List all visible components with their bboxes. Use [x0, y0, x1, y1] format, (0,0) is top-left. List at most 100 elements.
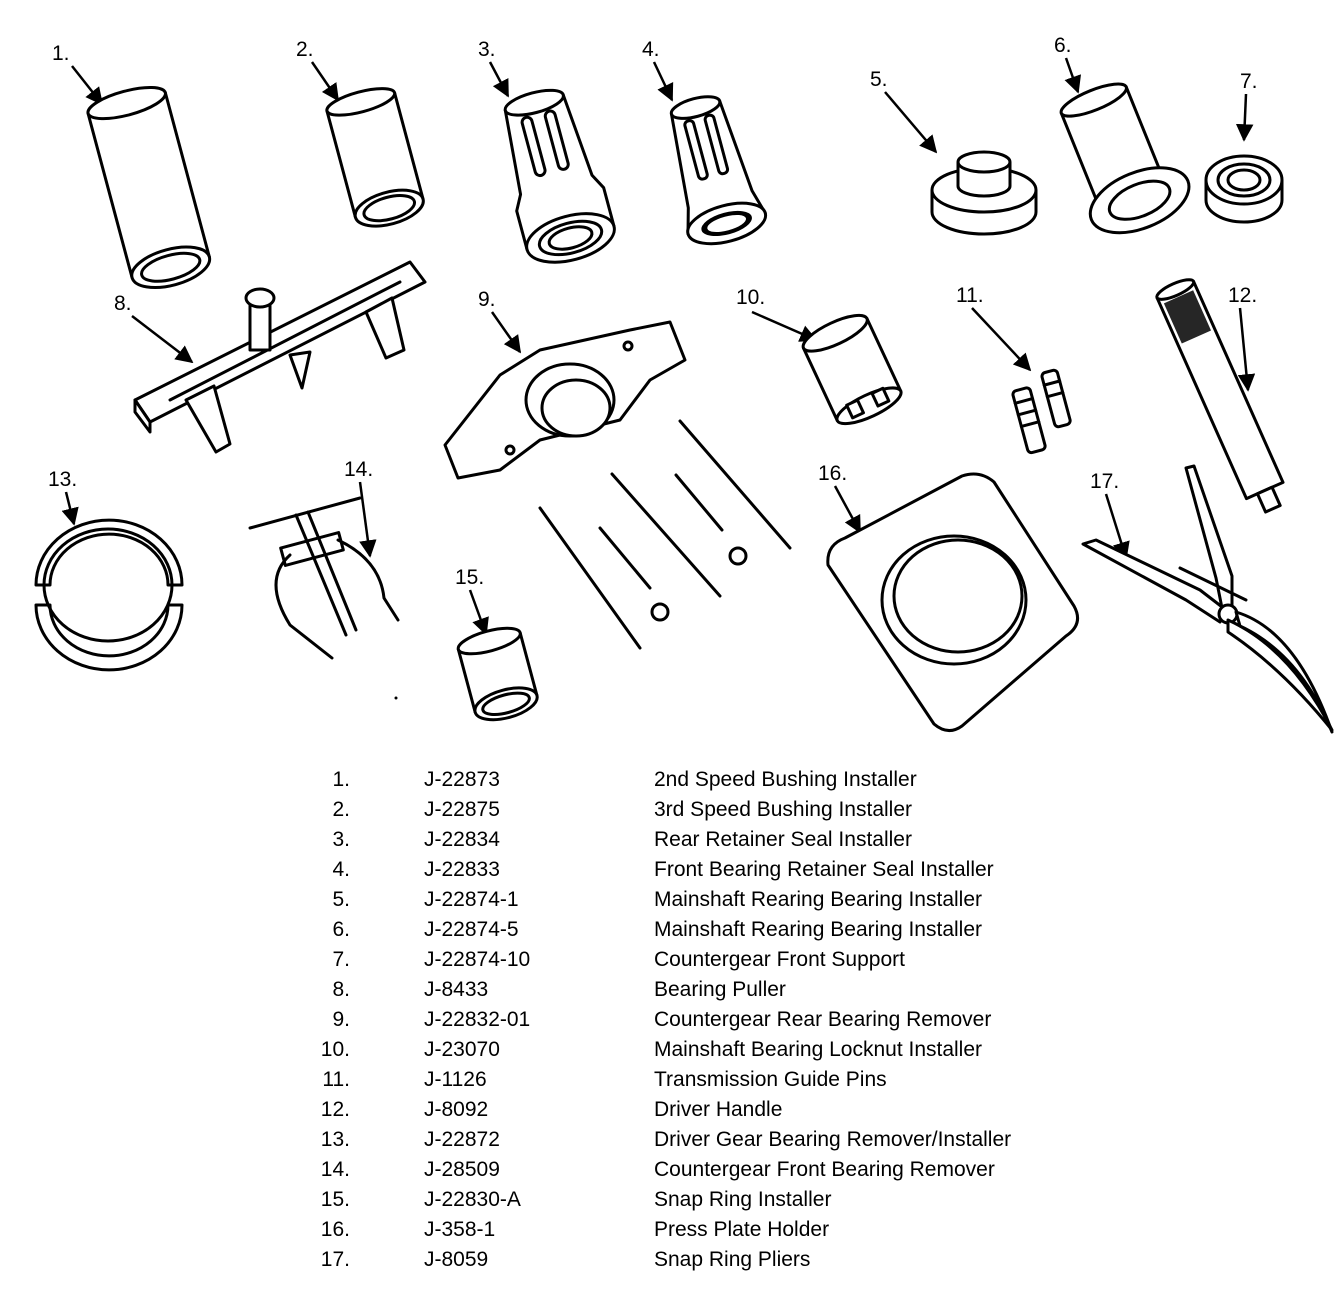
tool-number: 11. [322, 1068, 350, 1091]
callout-7: 7. [1240, 70, 1258, 93]
tool-number: 9. [332, 1008, 350, 1031]
tool-number: 15. [320, 1188, 350, 1211]
tool-part-number: J-22832-01 [424, 1008, 531, 1031]
tool-description: 2nd Speed Bushing Installer [654, 768, 917, 791]
callout-8: 8. [114, 292, 132, 315]
tool-description: Driver Handle [654, 1098, 783, 1121]
tool-part-number: J-358-1 [424, 1218, 496, 1241]
legend-row: 5. J-22874-1 Mainshaft Rearing Bearing Ins… [0, 888, 1344, 918]
legend-row: 8. J-8433 Bearing Puller [0, 978, 1344, 1008]
tool-description: Mainshaft Rearing Bearing Installer [654, 918, 983, 941]
tool-description: 3rd Speed Bushing Installer [654, 798, 912, 821]
legend-row: 15. J-22830-A Snap Ring Installer [0, 1188, 1344, 1218]
legend-row: 14. J-28509 Countergear Front Bearing Remo… [0, 1158, 1344, 1188]
tool-number: 5. [332, 888, 350, 911]
callout-14: 14. [344, 458, 373, 481]
tool-4-drawing [669, 95, 768, 246]
tool-description: Snap Ring Installer [654, 1188, 832, 1211]
legend-row: 12. J-8092 Driver Handle [0, 1098, 1344, 1128]
callout-1: 1. [52, 42, 70, 65]
callout-13: 13. [48, 468, 77, 491]
tool-part-number: J-8059 [424, 1248, 489, 1271]
tool-7-drawing [1204, 154, 1284, 224]
legend-row: 16. J-358-1 Press Plate Holder [0, 1218, 1344, 1248]
tool-part-number: J-23070 [424, 1038, 500, 1061]
tool-part-number: J-22874-5 [424, 918, 519, 941]
tool-5-drawing [930, 150, 1038, 236]
legend-row: 9. J-22832-01 Countergear Rear Bearing Rem… [0, 1008, 1344, 1038]
tool-part-number: J-22830-A [424, 1188, 521, 1211]
tool-9-drawing [443, 320, 792, 650]
tool-description: Countergear Rear Bearing Remover [654, 1008, 992, 1031]
legend-row: 2. J-22875 3rd Speed Bushing Installer [0, 798, 1344, 828]
callout-3: 3. [478, 38, 496, 61]
legend-row: 11. J-1126 Transmission Guide Pins [0, 1068, 1344, 1098]
tool-number: 16. [320, 1218, 350, 1241]
tool-number: 4. [332, 858, 350, 881]
callout-15: 15. [455, 566, 484, 589]
tools-illustration: 1. 2. 3. 4. 5. 6. 7. 8. 9. 10. 11. 12. 1… [34, 34, 1334, 734]
legend-row: 17. J-8059 Snap Ring Pliers [0, 1248, 1344, 1278]
tool-8-drawing [133, 260, 427, 454]
callout-11: 11. [956, 284, 984, 307]
callout-12: 12. [1228, 284, 1257, 307]
tool-number: 10. [320, 1038, 350, 1061]
tool-2-drawing [325, 87, 425, 228]
tool-description: Transmission Guide Pins [654, 1068, 887, 1091]
tool-part-number: J-22834 [424, 828, 500, 851]
tool-number: 14. [320, 1158, 350, 1181]
callout-10: 10. [736, 286, 765, 309]
tool-part-number: J-28509 [424, 1158, 500, 1181]
tool-description: Front Bearing Retainer Seal Installer [654, 858, 994, 881]
tool-3-drawing [503, 88, 616, 264]
legend-row: 6. J-22874-5 Mainshaft Rearing Bearing Ins… [0, 918, 1344, 948]
tool-part-number: J-22875 [424, 798, 500, 821]
tool-number: 7. [332, 948, 350, 971]
tool-16-drawing [826, 472, 1080, 732]
tool-description: Mainshaft Rearing Bearing Installer [654, 888, 983, 911]
tool-number: 2. [332, 798, 350, 821]
callout-6: 6. [1054, 34, 1072, 57]
callout-5: 5. [870, 68, 888, 91]
legend-row: 4. J-22833 Front Bearing Retainer Seal Ins… [0, 858, 1344, 888]
tool-6-drawing [1059, 82, 1191, 235]
callout-2: 2. [296, 38, 314, 61]
tool-12-drawing [1155, 278, 1285, 514]
tool-number: 17. [320, 1248, 350, 1271]
tool-part-number: J-8433 [424, 978, 489, 1001]
tool-14-drawing [248, 496, 400, 660]
tool-number: 3. [332, 828, 350, 851]
tool-description: Bearing Puller [654, 978, 786, 1001]
callout-17: 17. [1090, 470, 1119, 493]
tool-number: 13. [320, 1128, 350, 1151]
tool-part-number: J-1126 [424, 1068, 487, 1091]
legend-row: 10. J-23070 Mainshaft Bearing Locknut Inst… [0, 1038, 1344, 1068]
tool-number: 6. [332, 918, 350, 941]
tool-number: 1. [332, 768, 350, 791]
tool-11-drawing [1011, 368, 1072, 455]
tool-part-number: J-8092 [424, 1098, 489, 1121]
tool-15-drawing [456, 626, 539, 722]
tool-17-drawing [1081, 464, 1334, 734]
tool-number: 12. [320, 1098, 350, 1121]
tool-part-number: J-22873 [424, 768, 500, 791]
tool-description: Countergear Front Bearing Remover [654, 1158, 995, 1181]
tool-part-number: J-22833 [424, 858, 500, 881]
leader-arrows [61, 57, 1256, 636]
legend-row: 1. J-22873 2nd Speed Bushing Installer [0, 768, 1344, 798]
tool-description: Press Plate Holder [654, 1218, 830, 1241]
tool-13-drawing [34, 518, 184, 672]
tool-10-drawing [801, 313, 903, 426]
tool-legend: 1. J-22873 2nd Speed Bushing Installer 2. J-… [0, 768, 1344, 1288]
tool-part-number: J-22874-10 [424, 948, 531, 971]
tool-description: Driver Gear Bearing Remover/Installer [654, 1128, 1012, 1151]
callout-4: 4. [642, 38, 660, 61]
tool-description: Mainshaft Bearing Locknut Installer [654, 1038, 983, 1061]
legend-row: 7. J-22874-10 Countergear Front Support [0, 948, 1344, 978]
tool-description: Snap Ring Pliers [654, 1248, 811, 1271]
tool-part-number: J-22872 [424, 1128, 500, 1151]
tool-number: 8. [332, 978, 350, 1001]
tool-description: Countergear Front Support [654, 948, 905, 971]
tool-part-number: J-22874-1 [424, 888, 519, 911]
